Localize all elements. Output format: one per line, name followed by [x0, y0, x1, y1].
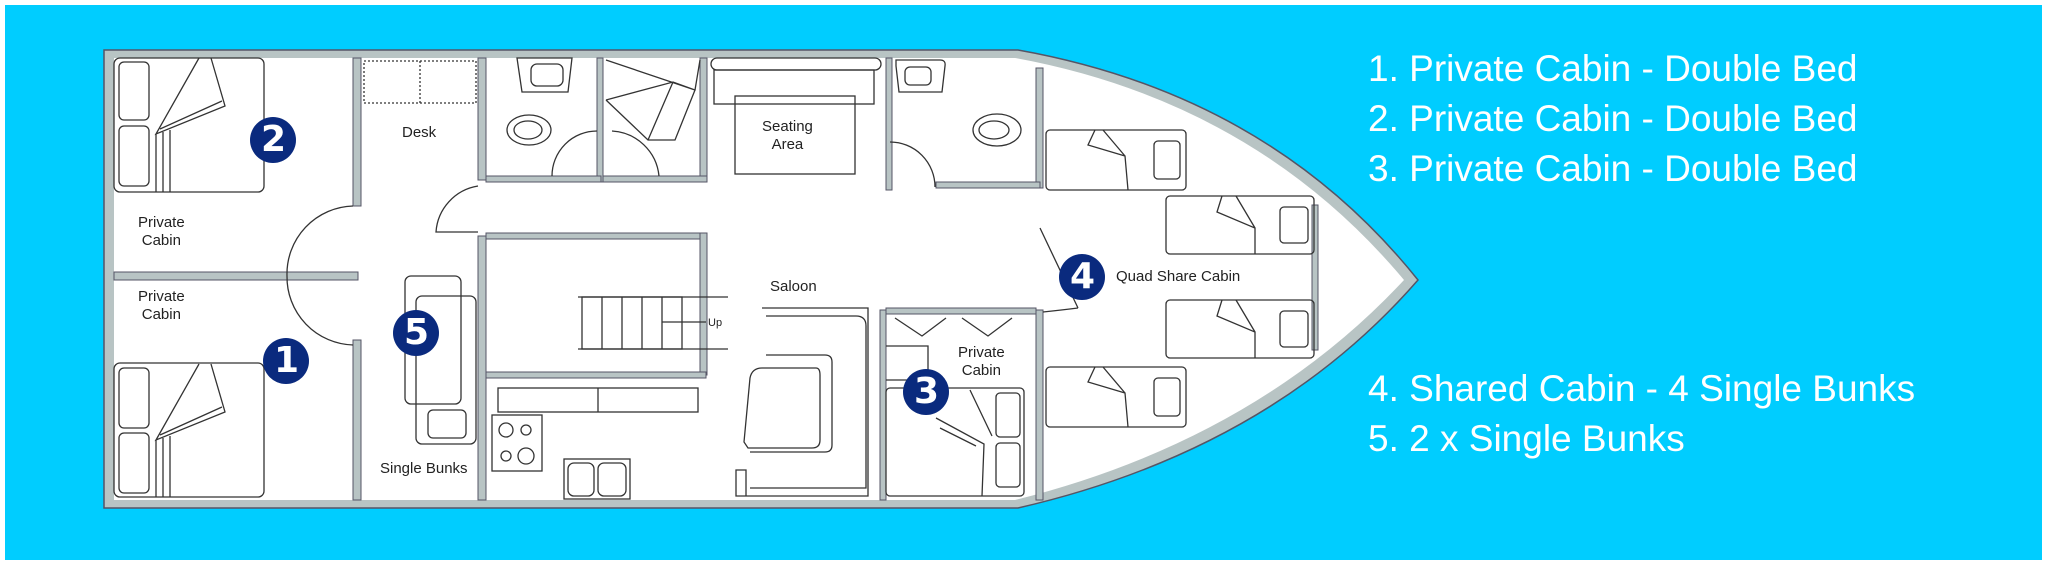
legend-shared-cabins: 4. Shared Cabin - 4 Single Bunks 5. 2 x …	[1368, 364, 1915, 464]
label-quad-share-cabin: Quad Share Cabin	[1116, 268, 1241, 285]
label-seating-area: Seating Area	[762, 118, 813, 153]
label-desk: Desk	[402, 124, 437, 141]
label-private-cabin-2: Private Cabin	[138, 214, 185, 249]
legend-item-3: 3. Private Cabin - Double Bed	[1368, 148, 1858, 189]
badge-3: 3	[903, 369, 949, 415]
legend-item-2: 2. Private Cabin - Double Bed	[1368, 98, 1858, 139]
label-saloon: Saloon	[770, 278, 817, 295]
legend-item-4: 4. Shared Cabin - 4 Single Bunks	[1368, 368, 1916, 409]
badge-2: 2	[250, 117, 296, 163]
legend-item-5: 5. 2 x Single Bunks	[1368, 418, 1685, 459]
badge-5: 5	[393, 310, 439, 356]
legend-item-1: 1. Private Cabin - Double Bed	[1368, 48, 1858, 89]
label-private-cabin-1: Private Cabin	[138, 288, 185, 323]
label-private-cabin-3: Private Cabin	[958, 344, 1005, 379]
badge-4: 4	[1059, 254, 1105, 300]
label-single-bunks: Single Bunks	[380, 460, 468, 477]
label-stairs-up: Up	[708, 317, 723, 329]
legend-private-cabins: 1. Private Cabin - Double Bed 2. Private…	[1368, 44, 1858, 194]
badge-1: 1	[263, 338, 309, 384]
